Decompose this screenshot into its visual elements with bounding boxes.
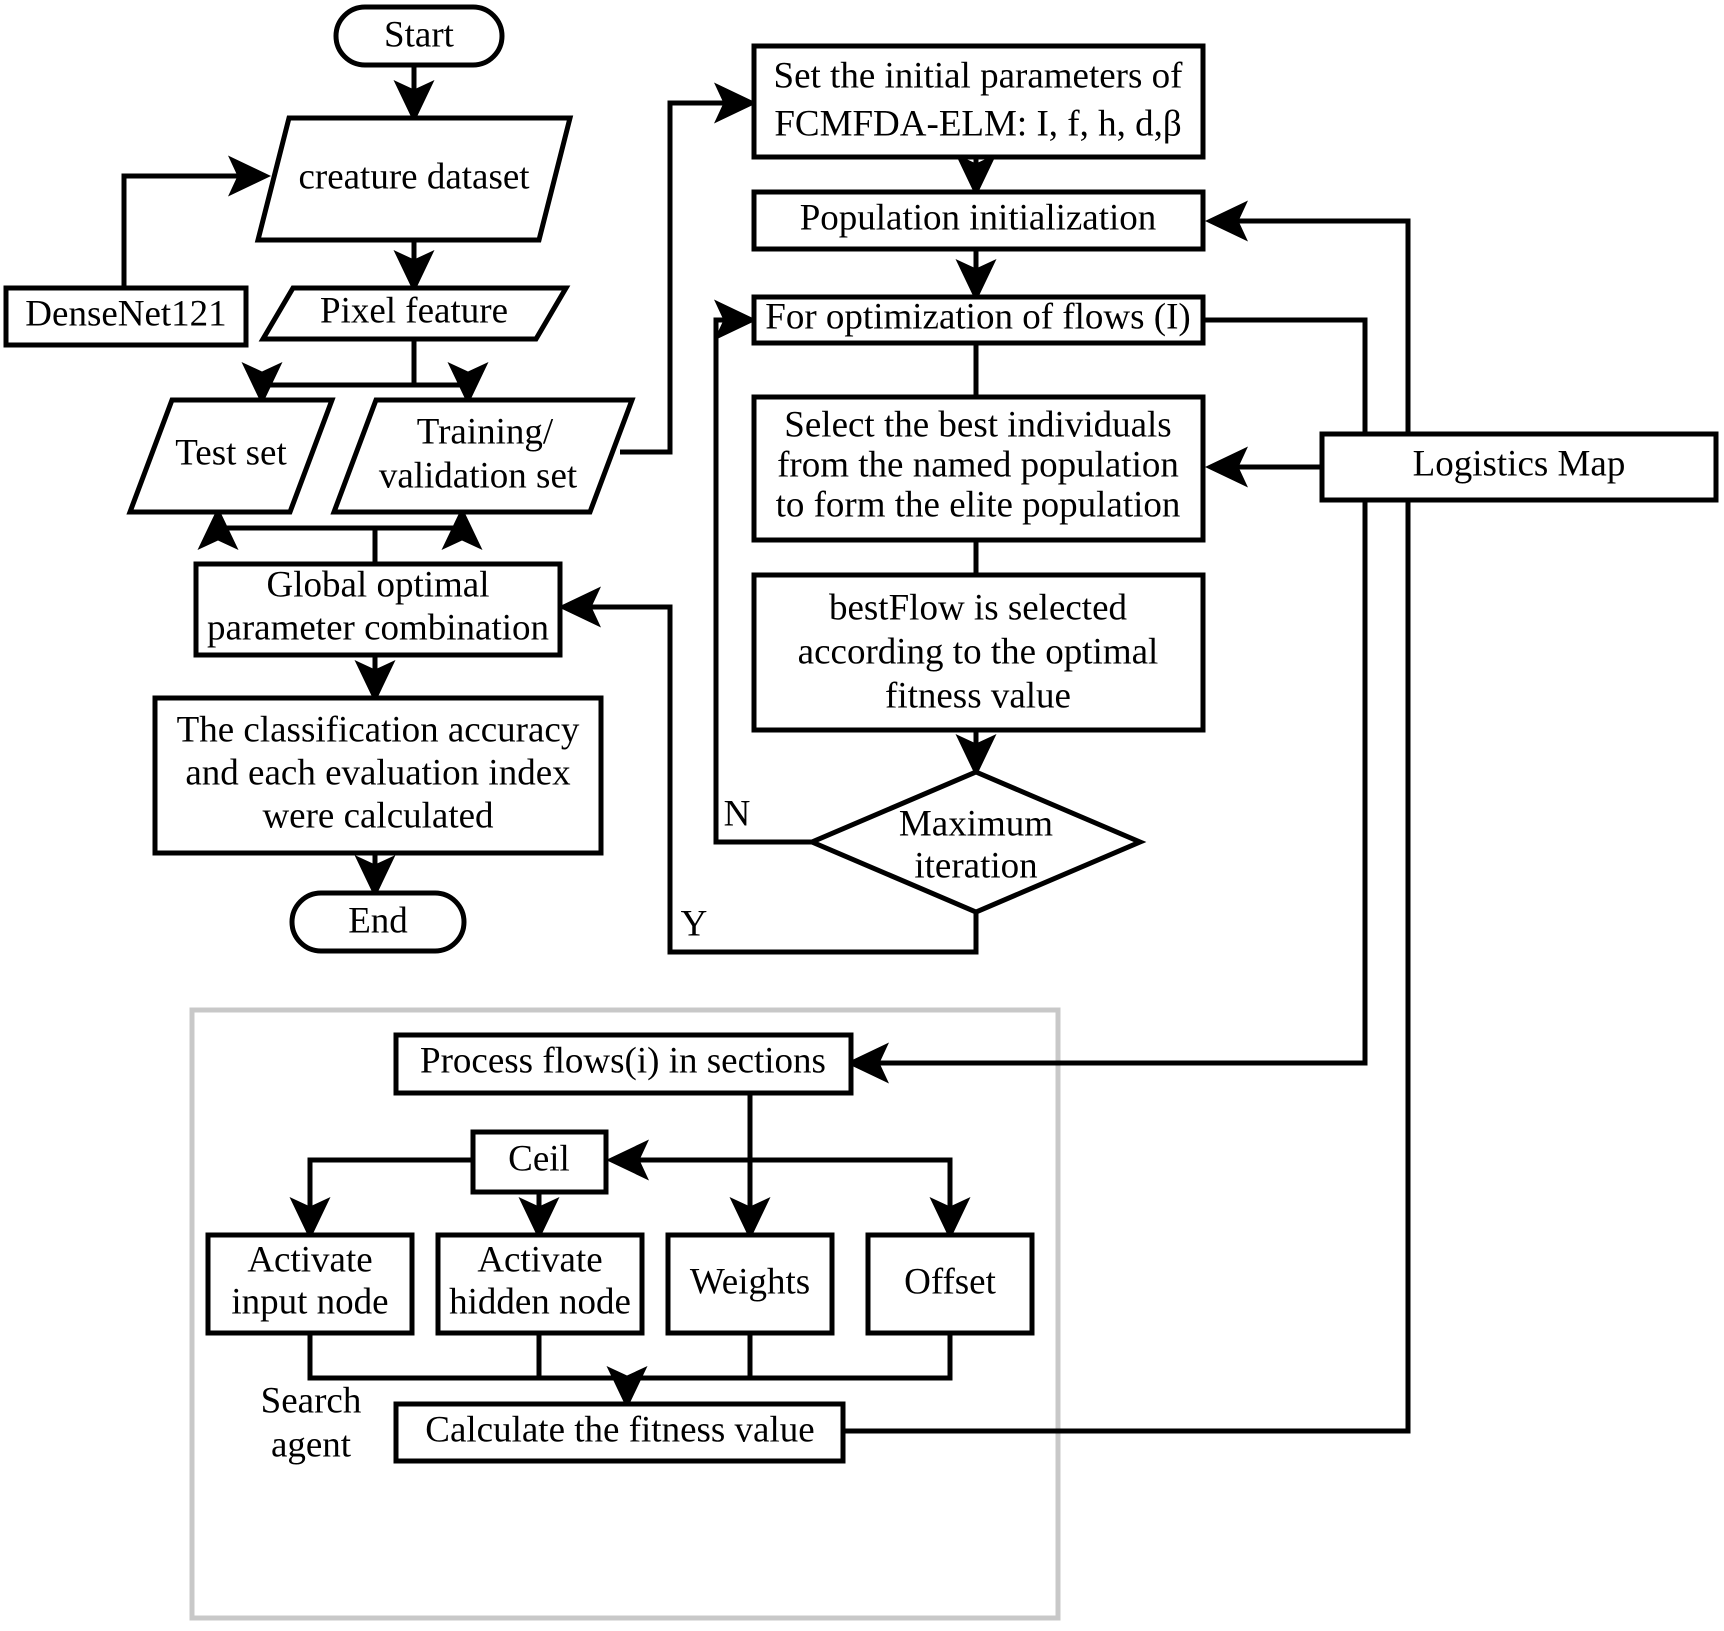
node-activate-hidden-label-line2: hidden node — [449, 1281, 631, 1322]
node-classification-accuracy-label-line2: and each evaluation index — [185, 752, 571, 793]
connector-densenet-to-dataset — [121, 155, 272, 288]
node-activate-hidden[interactable] — [435, 1232, 645, 1336]
node-test-set[interactable] — [126, 397, 336, 515]
node-set-initial-parameters[interactable] — [751, 43, 1206, 160]
node-classification-accuracy[interactable] — [152, 695, 604, 856]
connector-global-to-testset — [197, 506, 378, 564]
node-global-optimal[interactable] — [193, 561, 563, 658]
node-activate-input[interactable] — [205, 1232, 415, 1336]
connector-processflows-to-offset — [750, 1157, 971, 1241]
node-for-optimization[interactable] — [751, 294, 1206, 346]
branch-label-yes: Y — [681, 903, 708, 944]
node-end[interactable] — [289, 890, 467, 954]
node-weights-label: Weights — [690, 1261, 810, 1302]
node-weights[interactable] — [665, 1232, 835, 1336]
node-activate-input-label-line2: input node — [231, 1281, 388, 1322]
search-agent-label-line1: Search — [261, 1380, 362, 1421]
node-training-validation-set-label-line1: Training/ — [417, 411, 554, 452]
node-pixel-feature-label: Pixel feature — [320, 290, 508, 331]
connector-foropt-to-processflows — [845, 317, 1368, 1084]
node-start[interactable] — [333, 4, 505, 68]
node-bestflow-label-line3: fitness value — [885, 675, 1071, 716]
connector-pixel-to-trainset — [411, 339, 489, 406]
node-training-validation-set[interactable] — [330, 397, 636, 515]
node-select-best-label-line1: Select the best individuals — [784, 404, 1171, 445]
node-classification-accuracy-label-line1: The classification accuracy — [177, 709, 580, 750]
node-for-optimization-label: For optimization of flows (I) — [765, 296, 1190, 337]
node-maximum-iteration-label-line1: Maximum — [899, 803, 1053, 844]
node-ceil-label: Ceil — [508, 1138, 570, 1179]
node-logistics-map[interactable] — [1319, 431, 1719, 503]
node-activate-hidden-label-line1: Activate — [477, 1239, 602, 1280]
node-creature-dataset[interactable] — [254, 115, 574, 243]
node-bestflow[interactable] — [751, 572, 1206, 733]
node-start-label: Start — [384, 14, 455, 55]
node-training-validation-set-label-line2: validation set — [379, 455, 578, 496]
connector-fitness-to-popinit — [843, 200, 1411, 1434]
connector-decision-no-loop — [713, 299, 812, 845]
connector-decision-yes-to-global — [557, 586, 979, 955]
node-classification-accuracy-label-line3: were calculated — [262, 795, 494, 836]
node-densenet121-label: DenseNet121 — [25, 293, 226, 334]
node-process-flows[interactable] — [393, 1032, 854, 1096]
node-pixel-feature[interactable] — [258, 285, 571, 342]
node-bestflow-label-line1: bestFlow is selected — [829, 587, 1128, 628]
node-global-optimal-label-line2: parameter combination — [207, 607, 549, 648]
node-set-initial-parameters-label-line2: FCMFDA-ELM: I, f, h, d,β — [774, 103, 1181, 144]
node-creature-dataset-label: creature dataset — [298, 156, 530, 197]
node-select-best-label-line3: to form the elite population — [776, 484, 1181, 525]
node-offset-label: Offset — [904, 1261, 997, 1302]
node-ceil[interactable] — [470, 1129, 609, 1195]
node-logistics-map-label: Logistics Map — [1413, 443, 1626, 484]
node-select-best[interactable] — [751, 394, 1206, 543]
connector-trainset-to-setparams — [620, 82, 758, 455]
node-maximum-iteration[interactable] — [805, 769, 1147, 915]
node-set-initial-parameters-label-line1: Set the initial parameters of — [774, 55, 1184, 96]
node-population-initialization-label: Population initialization — [800, 197, 1157, 238]
connector-global-to-trainset — [372, 506, 483, 564]
node-process-flows-label: Process flows(i) in sections — [420, 1040, 826, 1081]
node-offset[interactable] — [865, 1232, 1035, 1336]
search-agent-label-line2: agent — [271, 1424, 352, 1465]
node-activate-input-label-line1: Activate — [247, 1239, 372, 1280]
connector-pixel-to-testset — [241, 339, 417, 406]
node-end-label: End — [348, 900, 408, 941]
node-bestflow-label-line2: according to the optimal — [798, 631, 1159, 672]
node-calculate-fitness-label: Calculate the fitness value — [425, 1409, 814, 1450]
node-test-set-label: Test set — [175, 432, 287, 473]
node-calculate-fitness[interactable] — [393, 1401, 846, 1464]
node-densenet121[interactable] — [3, 285, 249, 348]
node-maximum-iteration-label-line2: iteration — [914, 845, 1037, 886]
node-select-best-label-line2: from the named population — [777, 444, 1179, 485]
node-global-optimal-label-line1: Global optimal — [267, 564, 490, 605]
branch-label-no: N — [724, 793, 751, 834]
connector-ceil-to-activate-input — [289, 1157, 473, 1241]
node-population-initialization[interactable] — [751, 189, 1206, 252]
